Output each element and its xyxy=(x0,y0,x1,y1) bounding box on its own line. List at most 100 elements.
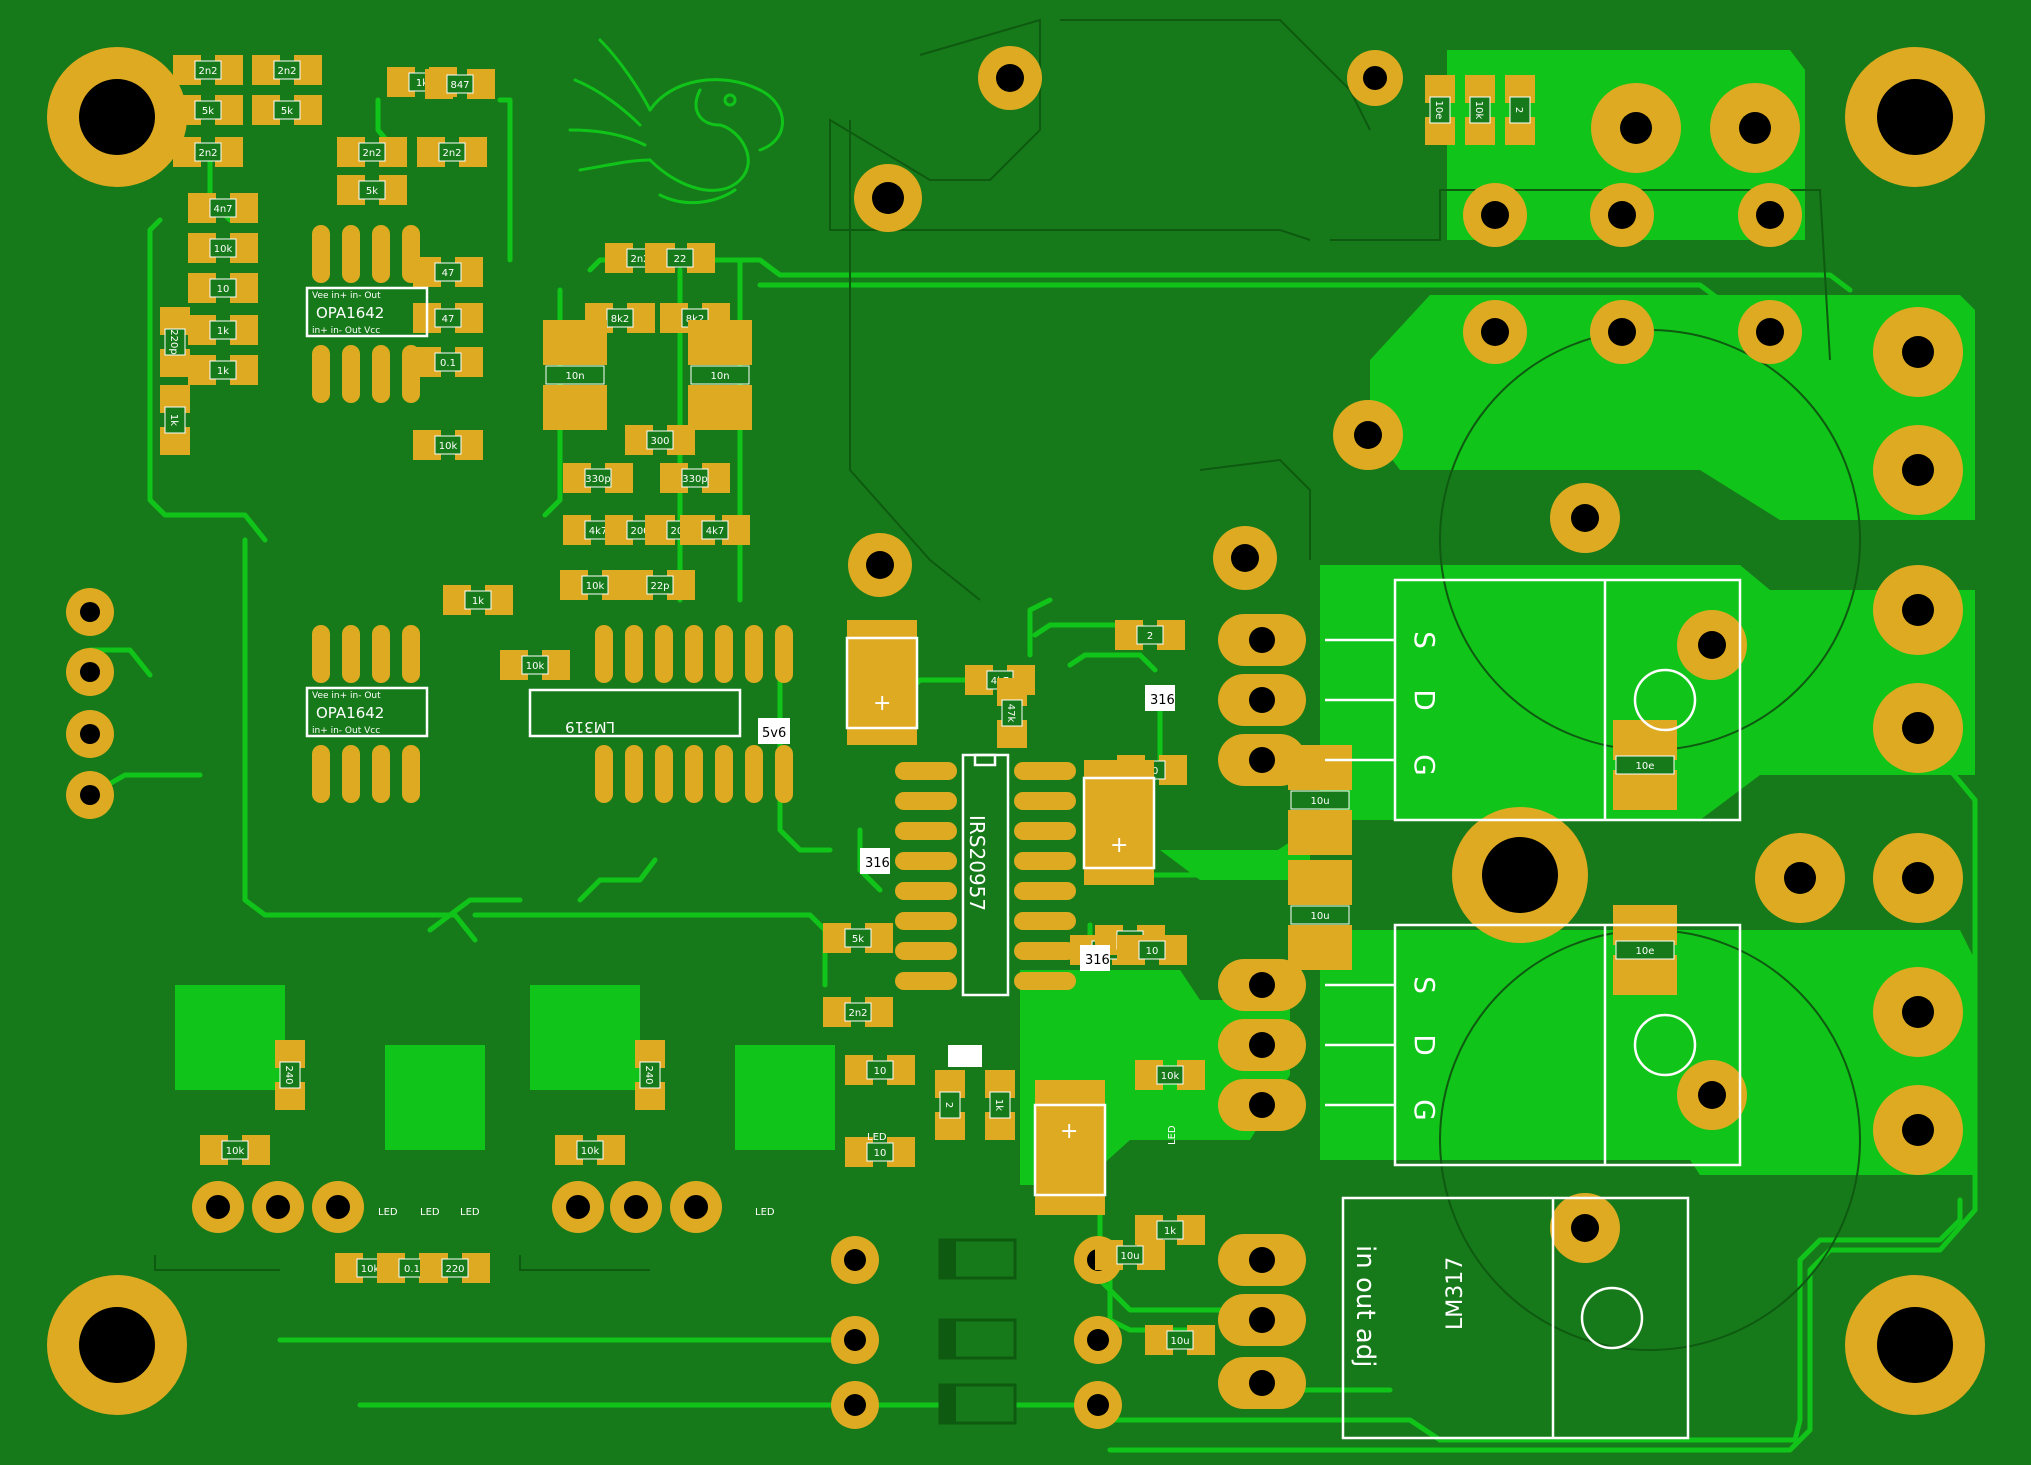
svg-text:LED: LED xyxy=(460,1207,480,1218)
component-label: 2n2 xyxy=(442,148,461,159)
svg-text:316: 316 xyxy=(1150,693,1175,708)
component-label: 1k xyxy=(472,596,484,607)
oval-pad-0 xyxy=(1218,614,1306,666)
pour-right-mosfet-bottom xyxy=(1320,930,1975,1175)
svg-text:LED: LED xyxy=(1167,1125,1178,1145)
diodes xyxy=(938,1238,1017,1425)
component-c38: 10k xyxy=(500,650,570,680)
mosfet-top-s: S xyxy=(1408,631,1441,649)
th-pad-5 xyxy=(1463,183,1527,247)
component-label: 240 xyxy=(643,1065,654,1084)
svg-text:LED: LED xyxy=(867,1132,887,1143)
oval-pad-8 xyxy=(1218,1357,1306,1409)
th-pad-2 xyxy=(854,164,922,232)
pour-reg1-tab xyxy=(385,1045,485,1150)
component-label: 10 xyxy=(874,1148,887,1159)
component-c63: 2 xyxy=(1505,75,1535,145)
component-label: 330p xyxy=(682,474,707,485)
component-c14: 1k xyxy=(188,315,258,345)
driver-label: IRS20957 xyxy=(965,815,989,911)
svg-text:316: 316 xyxy=(1085,953,1110,968)
marker-labels: 316 316 316 5v6 xyxy=(758,685,1175,1067)
svg-text:LED: LED xyxy=(420,1207,440,1218)
regulator-outline: in out adj LM317 xyxy=(1341,1196,1690,1440)
component-c40: 47k xyxy=(997,678,1027,748)
th-pad-15 xyxy=(1873,565,1963,655)
svg-text:+: + xyxy=(1110,833,1128,858)
component-label: 10k xyxy=(361,1264,380,1275)
component-label: 10e xyxy=(1636,761,1655,772)
component-label: 10n xyxy=(565,371,584,382)
diode-3 xyxy=(938,1383,1017,1425)
mosfet-bottom-d: D xyxy=(1408,1034,1441,1056)
mounting-hole-bottom-right xyxy=(1845,1275,1985,1415)
component-c51: 10k xyxy=(555,1135,625,1165)
pour-reg2 xyxy=(530,985,640,1090)
component-c8: 2n2 xyxy=(337,137,407,167)
ecap-3: + xyxy=(1033,1080,1107,1215)
component-label: 10k xyxy=(586,581,605,592)
comparator-footprint: LM319 xyxy=(528,625,793,803)
component-label: 10u xyxy=(1120,1251,1139,1262)
component-label: 47 xyxy=(442,314,455,325)
oval-pad-6 xyxy=(1218,1234,1306,1286)
component-c62: 10k xyxy=(1465,75,1495,145)
component-label: 2 xyxy=(1147,631,1153,642)
oval-pad-2 xyxy=(1218,734,1306,786)
pour-right-mosfet-top xyxy=(1320,565,1975,820)
svg-text:5v6: 5v6 xyxy=(762,726,786,741)
th-pad-17 xyxy=(1677,610,1747,680)
component-label: 2n2 xyxy=(198,66,217,77)
th-pad-16 xyxy=(1873,683,1963,773)
driver-footprint: IRS20957 xyxy=(895,753,1076,997)
component-c54: 220 xyxy=(420,1253,490,1283)
component-label: 10 xyxy=(1146,946,1159,957)
diode-2 xyxy=(938,1318,1017,1360)
mounting-holes xyxy=(47,47,1985,1415)
component-label: 0.1 xyxy=(440,358,456,369)
component-c68: 10 xyxy=(1117,935,1187,965)
component-label: 10 xyxy=(217,284,230,295)
pour-right-upper xyxy=(1370,295,1975,520)
component-label: 47 xyxy=(442,268,455,279)
th-pad-10 xyxy=(1738,300,1802,364)
component-label: 2n2 xyxy=(848,1008,867,1019)
th-pad-20 xyxy=(1873,967,1963,1057)
component-label: 4k7 xyxy=(706,526,725,537)
component-label: 1k xyxy=(416,78,428,89)
component-label: 8k2 xyxy=(611,314,630,325)
component-c61: 10e xyxy=(1425,75,1455,145)
marker-316c: 316 xyxy=(1080,945,1110,971)
component-c50: 10k xyxy=(200,1135,270,1165)
component-label: 2 xyxy=(1513,107,1524,113)
component-label: 5k xyxy=(202,106,214,117)
opamp-top-pins-top: Vee in+ in- Out xyxy=(312,291,381,301)
th-pad-14 xyxy=(1550,483,1620,553)
component-label: 10k xyxy=(439,441,458,452)
th-pad-40 xyxy=(831,1381,879,1429)
diode-1 xyxy=(938,1238,1017,1280)
component-c26: 10n xyxy=(543,320,607,430)
component-label: 10k xyxy=(214,244,233,255)
svg-text:+: + xyxy=(1060,1119,1078,1144)
opamp-top-pins-bottom: in+ in- Out Vcc xyxy=(312,326,380,336)
component-c21: 10k xyxy=(413,430,483,460)
component-c5: 5k xyxy=(252,95,322,125)
led-3: LED xyxy=(755,1207,775,1218)
th-pad-9 xyxy=(1590,300,1654,364)
component-c36: 22p xyxy=(625,570,695,600)
component-label: 220p xyxy=(168,329,179,354)
pour-reg2-tab xyxy=(735,1045,835,1150)
component-c58: 10u xyxy=(1288,860,1352,970)
mosfet-bottom-outline: S D G xyxy=(1325,923,1742,1167)
component-label: 1k xyxy=(217,326,229,337)
component-c37: 1k xyxy=(443,585,513,615)
component-label: 220 xyxy=(445,1264,464,1275)
component-label: 2n2 xyxy=(362,148,381,159)
led-1: LED xyxy=(378,1207,398,1218)
th-pad-26 xyxy=(66,588,114,636)
mosfet-top-d: D xyxy=(1408,689,1441,711)
opamp-bottom-pins-top: Vee in+ in- Out xyxy=(312,691,381,701)
svg-text:LED: LED xyxy=(378,1207,398,1218)
led-2: LED xyxy=(420,1207,440,1218)
